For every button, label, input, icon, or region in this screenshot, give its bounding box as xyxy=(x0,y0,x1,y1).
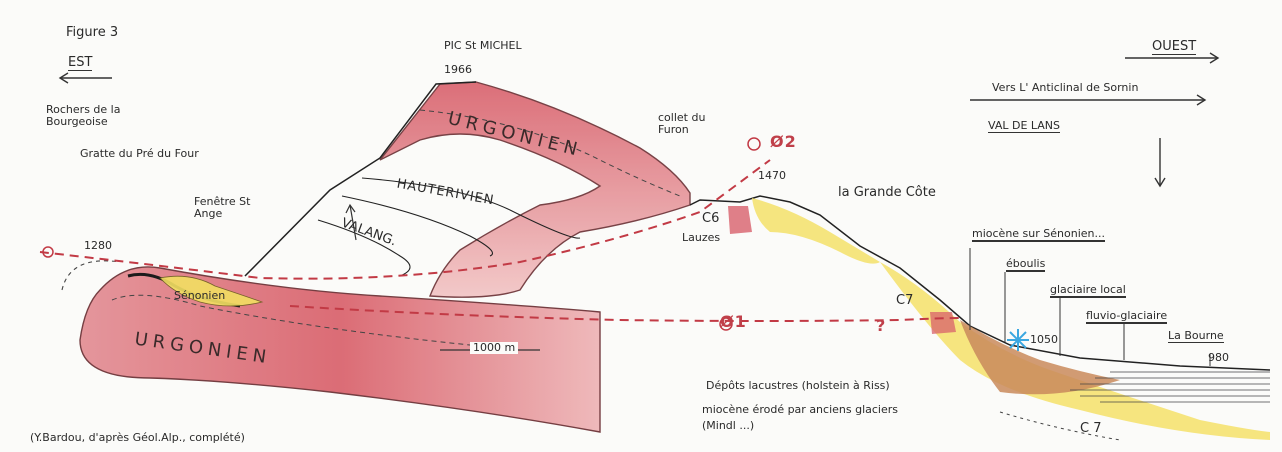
c6-lauzes-patch xyxy=(728,206,752,234)
unit-lauzes: Lauzes xyxy=(682,232,720,244)
west-label: OUEST xyxy=(1152,40,1196,55)
pic-label: PIC St MICHEL xyxy=(444,40,522,52)
elev-pic: 1966 xyxy=(444,64,472,76)
fault-phi2-marker xyxy=(748,138,760,150)
rochers-label: Rochers de la Bourgeoise xyxy=(46,104,156,127)
fenetre-label: Fenêtre St Ange xyxy=(194,196,254,219)
credit-label: (Y.Bardou, d'après Géol.Alp., complété) xyxy=(30,432,245,444)
eboulis-wedge xyxy=(960,320,1120,394)
unit-senonien: Sénonien xyxy=(174,290,225,302)
figure-label: Figure 3 xyxy=(66,26,118,40)
elev-bourne: 980 xyxy=(1208,352,1229,364)
deposit-mindel: (Mindl ...) xyxy=(702,420,754,432)
fault-phi2-label: Ø2 xyxy=(770,134,797,151)
fault-query-label: ? xyxy=(876,318,886,335)
toward-anticline-label: Vers L' Anticlinal de Sornin xyxy=(992,82,1138,94)
scale-bar-label: 1000 m xyxy=(470,342,518,354)
unit-c7-lower: C 7 xyxy=(1080,422,1101,436)
deposit-miocene-senonien: miocène sur Sénonien... xyxy=(972,228,1105,242)
deposit-fluvio: fluvio-glaciaire xyxy=(1086,310,1167,324)
miocene-erode-line xyxy=(1000,412,1120,440)
la-bourne-label: La Bourne xyxy=(1168,330,1224,343)
unit-c6: C6 xyxy=(702,212,719,226)
deposit-glaciaire-local: glaciaire local xyxy=(1050,284,1126,298)
gratte-label: Gratte du Pré du Four xyxy=(80,148,199,160)
deposit-miocene-erode: miocène érodé par anciens glaciers xyxy=(702,404,898,416)
deposit-eboulis: éboulis xyxy=(1006,258,1045,272)
east-label: EST xyxy=(68,56,92,71)
east-arrow xyxy=(60,73,112,83)
deposit-lacustres: Dépôts lacustres (holstein à Riss) xyxy=(706,380,890,392)
elev-spring: 1050 xyxy=(1030,334,1058,346)
elev-collet: 1470 xyxy=(758,170,786,182)
vers-arrow xyxy=(970,95,1205,105)
grande-cote-label: la Grande Côte xyxy=(838,186,936,200)
unit-c7-upper: C7 xyxy=(896,294,913,308)
fault-phi1-label: Ø1 xyxy=(720,314,747,331)
val-de-lans-label: VAL DE LANS xyxy=(988,120,1060,133)
elev-gratte: 1280 xyxy=(84,240,112,252)
val-de-lans-arrow xyxy=(1155,138,1165,186)
spring-star xyxy=(1007,329,1029,351)
miocene-strip-upper xyxy=(752,198,880,264)
c7-pink-patch xyxy=(930,312,956,334)
collet-label: collet du Furon xyxy=(658,112,718,135)
